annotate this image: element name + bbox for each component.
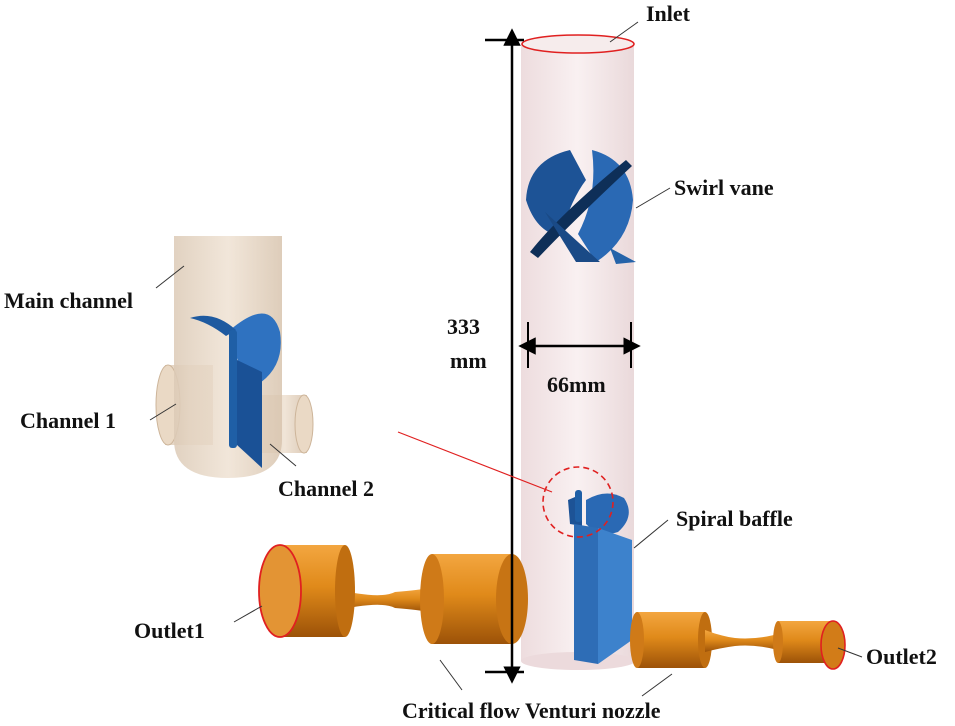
channel-1-label: Channel 1 [20,408,116,433]
venturi-nozzle-label: Critical flow Venturi nozzle [402,698,661,723]
outlet1-assembly [258,544,528,644]
diameter-label: 66mm [547,372,606,397]
spiral-baffle [568,490,632,664]
outlet2-assembly [630,612,846,670]
swirl-vane-label: Swirl vane [674,175,774,200]
outlet2-label: Outlet2 [866,644,937,669]
inlet-label: Inlet [646,1,691,26]
diameter-dimension [518,322,641,368]
inset-spiral-baffle [190,313,281,468]
outlet1-label: Outlet1 [134,618,205,643]
outlet2-opening [820,620,846,670]
inlet-opening [521,34,635,54]
inset-channel-detail [155,236,314,478]
outlet1-opening [258,544,302,638]
detail-callout [397,431,614,538]
channel-2-label: Channel 2 [278,476,374,501]
height-value-label: 333 [447,314,480,339]
labels: Inlet Swirl vane Main channel Channel 1 … [4,1,937,723]
swirl-vane [526,150,636,264]
spiral-baffle-label: Spiral baffle [676,506,793,531]
height-dimension [485,28,524,684]
height-unit-label: mm [450,348,487,373]
leader-lines [149,21,863,697]
main-channel-label: Main channel [4,288,133,313]
